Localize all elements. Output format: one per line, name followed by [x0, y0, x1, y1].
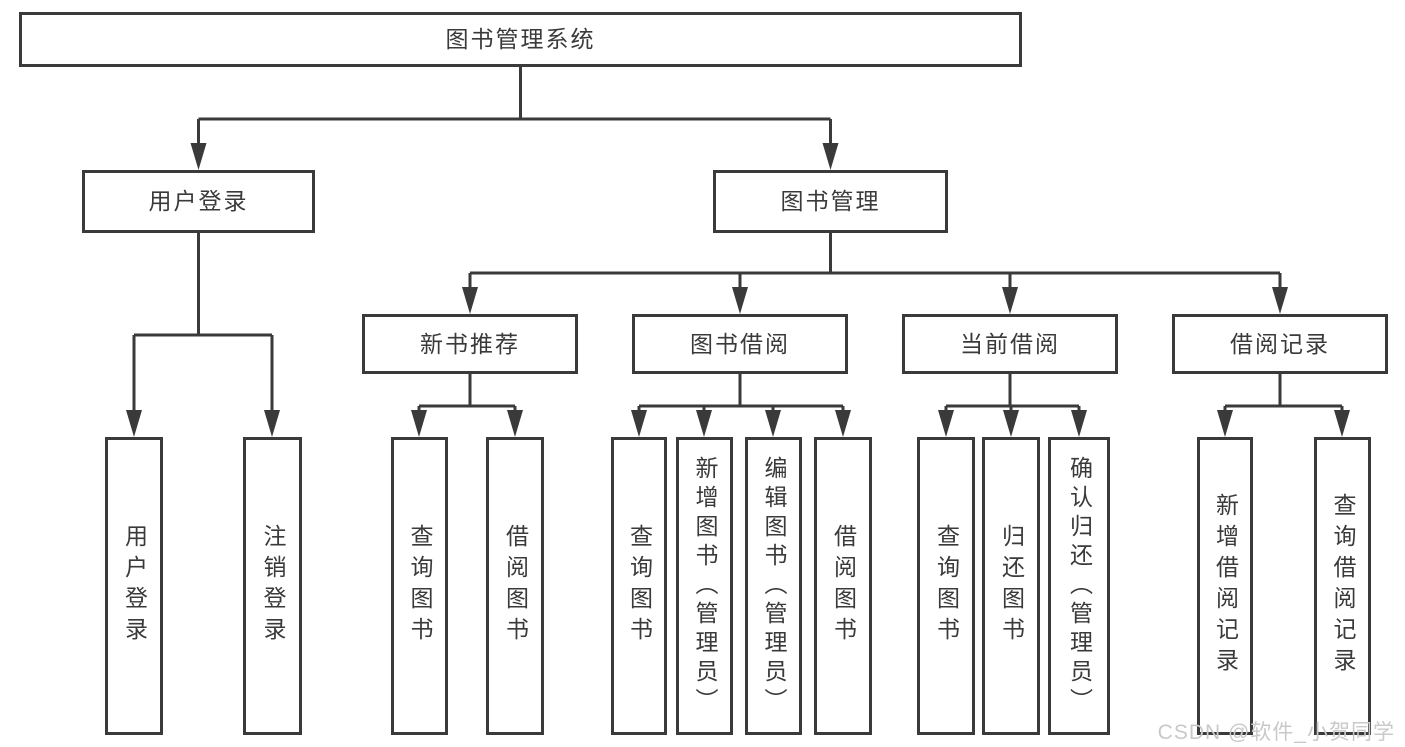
node-book-borrowing: 图书借阅	[632, 314, 848, 374]
leaf-query-books-3: 查询图书	[917, 437, 975, 735]
node-label: 确认归还（管理员）	[1066, 455, 1093, 717]
arrowhead	[462, 287, 478, 314]
node-label: 新增图书（管理员）	[692, 455, 718, 717]
arrowhead	[264, 410, 280, 437]
arrowhead	[1272, 287, 1288, 314]
csdn-watermark: CSDN @软件_小贺同学	[1157, 721, 1395, 744]
node-label: 用户登录	[121, 524, 148, 648]
leaf-borrow-books-1: 借阅图书	[486, 437, 544, 735]
leaf-add-borrow-record: 新增借阅记录	[1197, 437, 1253, 735]
arrowhead	[507, 410, 523, 437]
node-user-login: 用户登录	[82, 170, 315, 233]
arrowhead	[411, 410, 427, 437]
leaf-edit-books-admin: 编辑图书（管理员）	[745, 437, 802, 735]
node-label: 查询图书	[933, 524, 960, 648]
leaf-return-books: 归还图书	[982, 437, 1040, 735]
arrowhead	[190, 143, 207, 170]
arrowhead	[1217, 410, 1233, 437]
node-label: 图书借阅	[690, 330, 790, 357]
arrowhead	[126, 410, 142, 437]
edge-book-mgmt-to-level3	[468, 233, 1282, 297]
arrowhead	[732, 287, 748, 314]
node-label: 编辑图书（管理员）	[761, 455, 787, 717]
edge-book-borrow-to-leaves	[637, 374, 845, 420]
node-label: 注销登录	[260, 524, 286, 648]
arrowhead	[1003, 410, 1019, 437]
arrowhead	[631, 410, 647, 437]
node-new-book-recommend: 新书推荐	[362, 314, 578, 374]
node-library-management-system: 图书管理系统	[19, 12, 1022, 67]
arrowhead	[938, 410, 954, 437]
arrowhead	[696, 410, 712, 437]
arrowhead	[822, 143, 839, 170]
arrowhead	[1071, 410, 1087, 437]
leaf-borrow-books-2: 借阅图书	[814, 437, 872, 735]
edge-user-login-to-leaves	[132, 233, 274, 420]
node-label: 当前借阅	[960, 330, 1060, 357]
node-book-management: 图书管理	[713, 170, 948, 233]
node-label: 查询图书	[626, 524, 653, 648]
arrowhead	[835, 410, 851, 437]
node-label: 借阅图书	[502, 524, 529, 648]
leaf-user-login: 用户登录	[105, 437, 163, 735]
leaf-confirm-return-admin: 确认归还（管理员）	[1048, 437, 1110, 735]
edge-borrow-records-to-leaves	[1223, 374, 1344, 420]
arrowhead	[765, 410, 781, 437]
node-label: 借阅图书	[830, 524, 857, 648]
arrowhead	[1334, 410, 1350, 437]
node-label: 查询借阅记录	[1330, 493, 1356, 679]
node-label: 借阅记录	[1230, 330, 1330, 357]
node-borrowing-records: 借阅记录	[1172, 314, 1388, 374]
node-label: 用户登录	[148, 188, 249, 214]
leaf-query-borrow-record: 查询借阅记录	[1314, 437, 1371, 735]
leaf-add-books-admin: 新增图书（管理员）	[676, 437, 733, 735]
leaf-query-books-2: 查询图书	[611, 437, 667, 735]
leaf-logout: 注销登录	[243, 437, 302, 735]
node-label: 新增借阅记录	[1212, 493, 1239, 679]
node-label: 图书管理	[780, 188, 881, 214]
node-label: 新书推荐	[420, 330, 520, 357]
node-label: 图书管理系统	[445, 26, 596, 52]
node-current-borrowing: 当前借阅	[902, 314, 1118, 374]
node-label: 归还图书	[998, 524, 1025, 648]
leaf-query-books-1: 查询图书	[391, 437, 448, 735]
node-label: 查询图书	[407, 524, 433, 648]
arrowhead	[1002, 287, 1018, 314]
edge-root-to-level2	[197, 67, 832, 150]
edge-new-books-to-leaves	[417, 374, 517, 420]
